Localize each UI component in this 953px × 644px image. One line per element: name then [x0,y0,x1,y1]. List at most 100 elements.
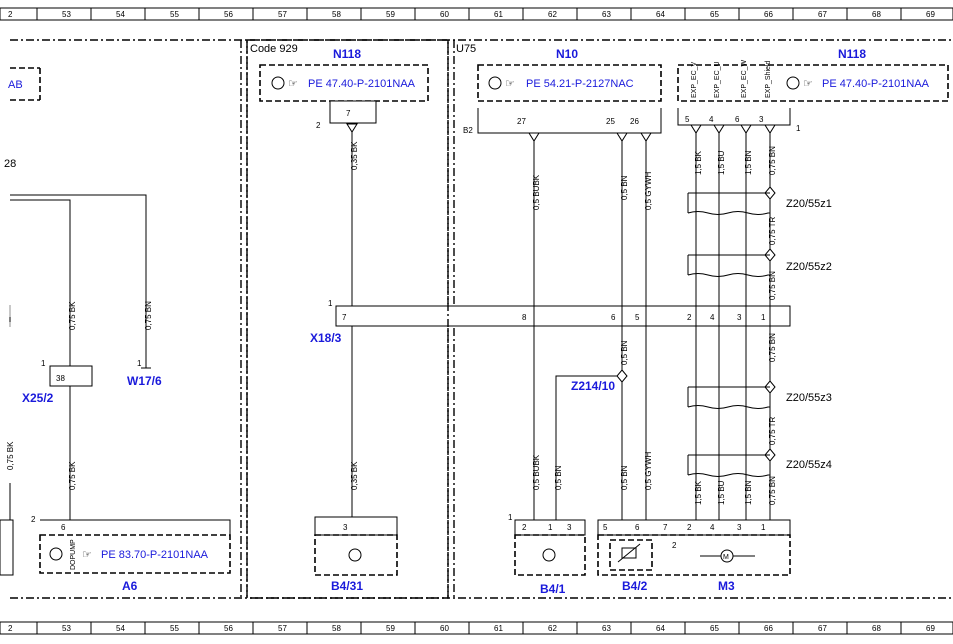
svg-text:EXP_EC_V: EXP_EC_V [691,61,698,98]
svg-text:1: 1 [137,359,142,368]
n118-right-reference[interactable]: PE 47.40-P-2101NAA [822,78,930,90]
wire-label-bn075-left: 0,75 BN [144,301,153,330]
svg-text:1,5 BN: 1,5 BN [744,480,753,505]
svg-text:7: 7 [663,523,668,532]
svg-text:7: 7 [346,109,351,118]
m3-label[interactable]: M3 [718,579,735,593]
grid-column-label: 2 [8,624,13,633]
a6-reference[interactable]: PE 83.70-P-2101NAA [101,549,209,561]
a6-module [39,534,231,574]
svg-text:1,5 BK: 1,5 BK [694,480,703,505]
grid-column-label: 59 [386,624,395,633]
svg-text:6: 6 [611,313,616,322]
n118-left-reference[interactable]: PE 47.40-P-2101NAA [308,78,416,90]
grid-column-label: 58 [332,624,341,633]
svg-text:4: 4 [710,313,715,322]
z20-55z3-label: Z20/55z3 [786,392,832,404]
m3-wiring: 1,5 BK 1,5 BU 1,5 BN 0,75 BN Z20/55z1 0,… [687,133,832,520]
svg-text:2: 2 [672,541,677,550]
grid-column-label: 53 [62,10,71,19]
z20-55z2-label: Z20/55z2 [786,261,832,273]
b4-1-group: 1 2 1 3 B4/1 [508,513,586,596]
z20-55z1-label: Z20/55z1 [786,198,832,210]
svg-text:2: 2 [522,523,527,532]
grid-column-label: 60 [440,10,449,19]
grid-column-label: 56 [224,10,233,19]
svg-text:6: 6 [635,523,640,532]
svg-text:25: 25 [606,117,615,126]
x25-2-label[interactable]: X25/2 [22,391,54,405]
svg-text:1: 1 [508,513,513,522]
svg-text:4: 4 [710,523,715,532]
wire-label-gywh-lower: 0,5 GYWH [644,452,653,490]
z214-10-splice: Z214/10 0,5 BUBK 0,5 BN 0,5 BN 0,5 GYWH [532,369,653,520]
grid-column-label: 63 [602,624,611,633]
grid-column-label: 68 [872,10,881,19]
svg-text:2: 2 [687,523,692,532]
n10-label[interactable]: N10 [556,47,578,61]
svg-text:☞: ☞ [803,78,813,90]
svg-text:8: 8 [522,313,527,322]
left-cut-module: AB 28 [4,67,41,170]
grid-column-label: 58 [332,10,341,19]
svg-text:2: 2 [31,515,36,524]
svg-text:1: 1 [328,299,333,308]
svg-text:1: 1 [796,124,801,133]
wire-label-bk035-lower: 0,35 BK [350,461,359,490]
n118-left-label[interactable]: N118 [333,47,361,61]
svg-text:1,5 BU: 1,5 BU [717,150,726,175]
z20-55z4-label: Z20/55z4 [786,459,832,471]
b4-31-label[interactable]: B4/31 [331,579,363,593]
n118-left-group: N118 ☞ PE 47.40-P-2101NAA 7 2 0,35 BK [259,47,429,310]
grid-column-label: 62 [548,624,557,633]
grid-column-label: 66 [764,624,773,633]
svg-text:2: 2 [316,121,321,130]
x18-3-label[interactable]: X18/3 [310,331,342,345]
b4-1-label[interactable]: B4/1 [540,582,566,596]
b4-2-label[interactable]: B4/2 [622,579,648,593]
svg-text:4: 4 [709,115,714,124]
n10-reference[interactable]: PE 54.21-P-2127NAC [526,78,634,90]
grid-column-label: 59 [386,10,395,19]
grid-column-label: 65 [710,10,719,19]
grid-column-label: 67 [818,10,827,19]
left-cut-reference[interactable]: AB [8,79,23,91]
w17-6-label[interactable]: W17/6 [127,374,162,388]
svg-text:5: 5 [603,523,608,532]
grid-column-label: 62 [548,10,557,19]
svg-text:☞: ☞ [288,78,298,90]
svg-text:0,75 TR: 0,75 TR [768,416,777,445]
svg-text:3: 3 [343,523,348,532]
a6-signal: DOPUMP [70,539,77,570]
grid-column-label: 69 [926,624,935,633]
z214-10-label[interactable]: Z214/10 [571,379,615,393]
n118-right-group: N118 EXP_EC_V EXP_EC_U EXP_EC_W EXP_Shie… [677,47,949,134]
n118-right-label[interactable]: N118 [838,47,866,61]
grid-column-label: 68 [872,624,881,633]
svg-text:EXP_Shield: EXP_Shield [765,61,772,98]
b4-2-module [609,539,653,571]
n10-module [477,64,662,102]
svg-text:1,5 BN: 1,5 BN [744,150,753,175]
b2-label: B2 [463,126,473,135]
grid-column-label: 57 [278,10,287,19]
svg-text:3: 3 [759,115,764,124]
left-cut-wire-label: 0,75 BK [6,441,15,470]
wire-label-bn05-upper: 0,5 BN [620,175,629,200]
wire-label-gywh-upper: 0,5 GYWH [644,172,653,210]
svg-text:☞: ☞ [505,78,515,90]
wire-label-bk075-lower: 0,75 BK [68,461,77,490]
svg-text:1: 1 [41,359,46,368]
b4-31-group: 0,35 BK 3 B4/31 [314,326,398,593]
svg-text:1,5 BU: 1,5 BU [717,480,726,505]
svg-text:EXP_EC_W: EXP_EC_W [741,59,748,98]
svg-text:26: 26 [630,117,639,126]
a6-label[interactable]: A6 [122,579,138,593]
svg-text:5: 5 [635,313,640,322]
x25-2-connector [49,365,93,387]
svg-text:1: 1 [761,313,766,322]
code-929-zone [246,39,449,599]
